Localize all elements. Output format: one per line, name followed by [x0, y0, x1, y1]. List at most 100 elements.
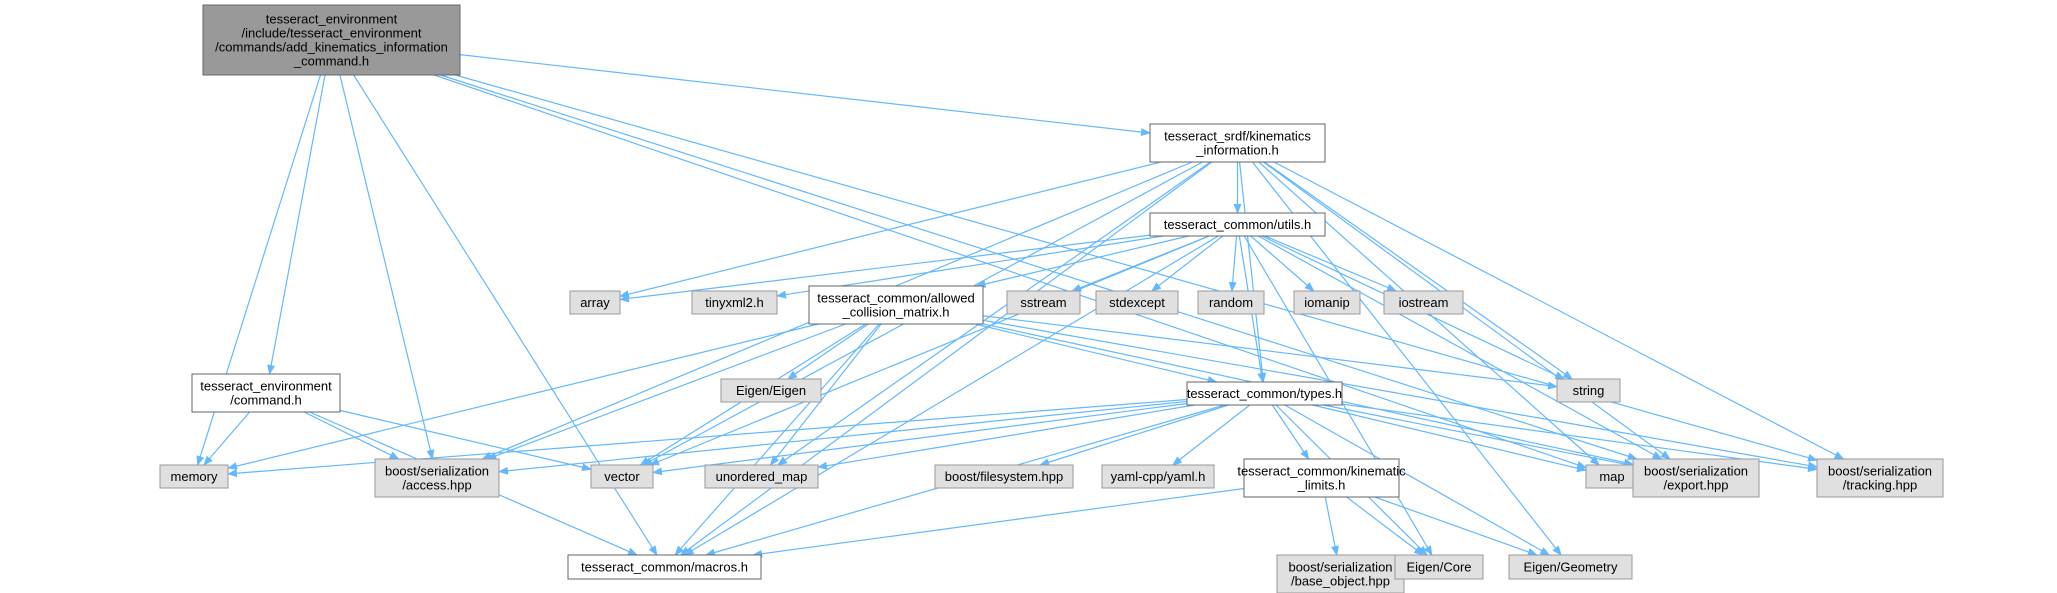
- edge-env_cmd-to-memory: [203, 411, 251, 466]
- node-box: [691, 290, 778, 315]
- node-label-line: stdexcept: [1109, 295, 1165, 310]
- edge-kin_limits-to-eigen_core: [1346, 496, 1424, 556]
- node-eigen-core[interactable]: Eigen/Core: [1394, 554, 1484, 580]
- node-box: [1816, 458, 1944, 498]
- edge-types-to-eigen_geometry: [1284, 404, 1551, 556]
- edge-root-to-env_cmd: [267, 74, 326, 375]
- node-label-line: random: [1209, 295, 1253, 310]
- node-box: [720, 378, 822, 403]
- edge-srdf_kin-to-export: [1263, 161, 1671, 460]
- node-label-line: yaml-cpp/yaml.h: [1111, 469, 1206, 484]
- node-unordered-map[interactable]: unordered_map: [704, 464, 819, 489]
- edge-env_cmd-to-vector: [339, 409, 592, 472]
- node-macros[interactable]: tesseract_common/macros.h: [567, 554, 762, 580]
- edge-root-to-export: [440, 74, 1638, 461]
- node-label-line: array: [580, 295, 610, 310]
- node-vector[interactable]: vector: [590, 464, 654, 489]
- node-label-line: tesseract_common/utils.h: [1164, 217, 1311, 232]
- node-box: [159, 464, 229, 489]
- edge-env_cmd-to-access: [303, 411, 400, 460]
- node-acm[interactable]: tesseract_common/allowed_collision_matri…: [808, 285, 984, 325]
- node-env-cmd[interactable]: tesseract_environment/command.h: [191, 373, 341, 413]
- edge-kin_limits-to-macros: [752, 487, 1245, 558]
- node-export[interactable]: boost/serialization/export.hpp: [1632, 458, 1760, 498]
- edge-utils-to-acm: [975, 235, 1189, 288]
- node-memory[interactable]: memory: [159, 464, 229, 489]
- node-box: [1383, 290, 1464, 315]
- edge-acm-to-string: [982, 315, 1558, 390]
- node-label-line: string: [1573, 383, 1605, 398]
- node-filesystem[interactable]: boost/filesystem.hpp: [934, 464, 1074, 489]
- node-label-line: tesseract_environment: [200, 379, 332, 394]
- edge-types-to-yaml: [1171, 404, 1251, 466]
- node-eigen[interactable]: Eigen/Eigen: [720, 378, 822, 403]
- node-utils[interactable]: tesseract_common/utils.h: [1149, 212, 1326, 237]
- node-label-line: tesseract_srdf/kinematics: [1164, 129, 1311, 144]
- edge-utils-to-iomanip: [1250, 235, 1315, 292]
- node-label-line: /commands/add_kinematics_information: [215, 40, 448, 55]
- node-label-line: _command.h: [293, 54, 369, 69]
- node-label-line: tesseract_common/types.h: [1187, 386, 1342, 401]
- edge-acm-to-memory: [227, 323, 819, 470]
- node-kin-limits[interactable]: tesseract_common/kinematic_limits.h: [1237, 458, 1406, 498]
- node-box: [808, 285, 984, 325]
- node-label-line: boost/serialization: [1828, 464, 1932, 479]
- node-label-line: boost/serialization: [1644, 464, 1748, 479]
- edge-utils-to-export: [1258, 235, 1663, 460]
- node-types[interactable]: tesseract_common/types.h: [1186, 381, 1343, 406]
- edge-types-to-vector: [652, 402, 1188, 476]
- node-box: [1243, 458, 1400, 498]
- node-sstream[interactable]: sstream: [1006, 290, 1081, 315]
- node-iostream[interactable]: iostream: [1383, 290, 1464, 315]
- node-label-line: unordered_map: [716, 469, 808, 484]
- node-tracking[interactable]: boost/serialization/tracking.hpp: [1816, 458, 1944, 498]
- node-box: [1394, 554, 1484, 580]
- node-tinyxml2[interactable]: tinyxml2.h: [691, 290, 778, 315]
- edge-types-to-filesystem: [1039, 404, 1229, 467]
- node-box: [1632, 458, 1760, 498]
- node-box: [1186, 381, 1343, 406]
- node-box: [1556, 378, 1621, 403]
- edge-types-to-unordered_map: [817, 404, 1195, 470]
- node-label-line: sstream: [1020, 295, 1066, 310]
- node-string[interactable]: string: [1556, 378, 1621, 403]
- node-label-line: Eigen/Core: [1406, 560, 1471, 575]
- node-box: [1149, 123, 1326, 163]
- node-box: [1197, 290, 1265, 315]
- edge-acm-to-eigen: [786, 323, 869, 380]
- node-base-object[interactable]: boost/serialization/base_object.hpp: [1276, 554, 1405, 593]
- node-box: [1095, 290, 1179, 315]
- node-array[interactable]: array: [569, 290, 621, 315]
- node-root[interactable]: tesseract_environment/include/tesseract_…: [202, 4, 461, 76]
- node-srdf-kin[interactable]: tesseract_srdf/kinematics_information.h: [1149, 123, 1326, 163]
- node-map[interactable]: map: [1585, 464, 1639, 489]
- edge-srdf_kin-to-string: [1264, 161, 1574, 380]
- node-box: [567, 554, 762, 580]
- node-label-line: Eigen/Geometry: [1524, 560, 1618, 575]
- node-iomanip[interactable]: iomanip: [1293, 290, 1361, 315]
- edge-srdf_kin-to-types: [1238, 161, 1267, 383]
- node-label-line: /access.hpp: [402, 478, 471, 493]
- node-box: [1149, 212, 1326, 237]
- node-label-line: tesseract_common/macros.h: [581, 560, 748, 575]
- node-access[interactable]: boost/serialization/access.hpp: [374, 458, 500, 498]
- node-eigen-geometry[interactable]: Eigen/Geometry: [1508, 554, 1633, 580]
- node-box: [1006, 290, 1081, 315]
- node-label-line: /tracking.hpp: [1843, 478, 1917, 493]
- node-label-line: /base_object.hpp: [1291, 574, 1390, 589]
- node-label-line: boost/serialization: [1288, 560, 1392, 575]
- node-label-line: map: [1599, 469, 1624, 484]
- node-random[interactable]: random: [1197, 290, 1265, 315]
- node-label-line: memory: [171, 469, 218, 484]
- node-yaml[interactable]: yaml-cpp/yaml.h: [1101, 464, 1215, 489]
- node-box: [704, 464, 819, 489]
- edge-acm-to-tracking: [982, 319, 1818, 470]
- edge-kin_limits-to-base_object: [1324, 496, 1339, 556]
- node-box: [191, 373, 341, 413]
- edge-utils-to-vector: [649, 235, 1210, 466]
- node-label-line: /export.hpp: [1663, 478, 1728, 493]
- node-stdexcept[interactable]: stdexcept: [1095, 290, 1179, 315]
- node-label-line: _information.h: [1195, 143, 1278, 158]
- edge-acm-to-macros: [674, 323, 880, 556]
- node-box: [374, 458, 500, 498]
